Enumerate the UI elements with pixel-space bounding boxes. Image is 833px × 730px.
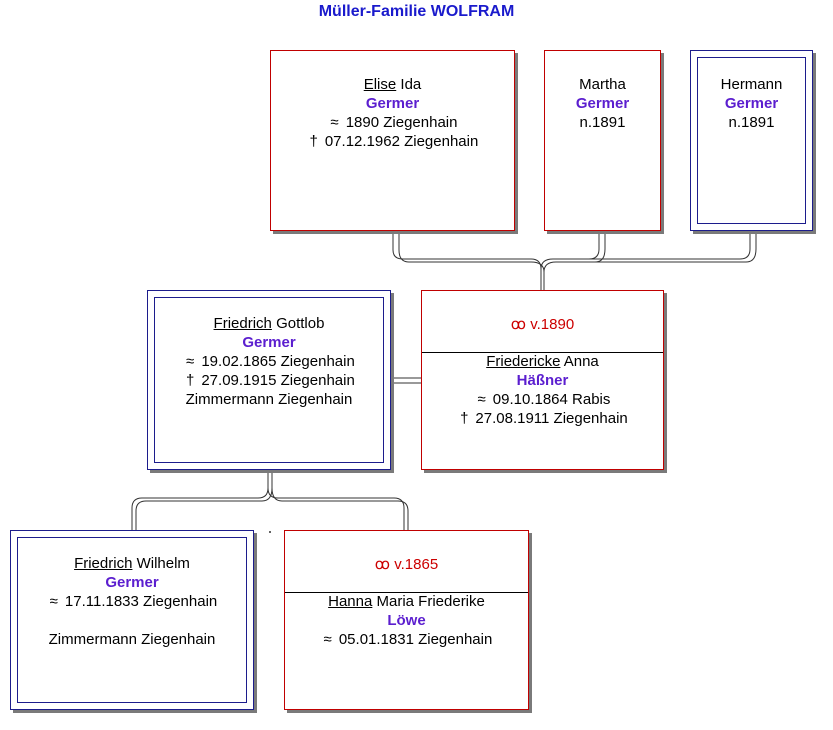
inner-frame	[17, 537, 247, 703]
baptism-icon: ≈	[330, 114, 339, 131]
baptism-icon: ≈	[186, 353, 195, 370]
person-name: Hermann	[720, 76, 783, 93]
person-card-friedericke[interactable]: ꝏ v.1890 Friedericke Anna Häßner ≈ 09.10…	[421, 290, 664, 470]
person-card-elise[interactable]: Elise Ida Germer ≈ 1890 Ziegenhain † 07.…	[270, 50, 515, 231]
person-name: Martha	[579, 76, 626, 93]
person-name: Elise Ida	[363, 76, 422, 93]
person-surname: Germer	[575, 95, 630, 112]
inner-frame	[154, 297, 384, 463]
person-surname: Häßner	[516, 372, 569, 389]
cross-icon: †	[186, 372, 195, 389]
rings-icon: ꝏ	[374, 556, 391, 573]
death-line: † 07.12.1962 Ziegenhain	[271, 132, 514, 151]
page-title: Müller-Familie WOLFRAM	[318, 3, 515, 20]
person-name: Friedrich Wilhelm	[74, 555, 190, 572]
person-card-friedrich-wilhelm[interactable]: Friedrich Wilhelm Germer ≈ 17.11.1833 Zi…	[10, 530, 254, 710]
person-name: Friedrich Gottlob	[213, 315, 325, 332]
person-card-hermann[interactable]: Hermann Germer n.1891	[690, 50, 813, 231]
marriage-line: ꝏ v.1865	[374, 556, 439, 573]
cross-icon: †	[309, 133, 318, 150]
marriage-line: ꝏ v.1890	[510, 316, 575, 333]
baptism-line: ≈ 09.10.1864 Rabis	[422, 390, 663, 409]
occupation-line: Zimmermann Ziegenhain	[185, 391, 353, 408]
cross-icon: †	[460, 410, 469, 427]
person-surname: Germer	[242, 334, 296, 351]
person-name: Hanna Maria Friederike	[328, 593, 485, 610]
baptism-icon: ≈	[49, 593, 58, 610]
death-line: † 27.09.1915 Ziegenhain	[148, 371, 390, 390]
inner-frame	[697, 57, 806, 224]
occupation-line: Zimmermann Ziegenhain	[48, 631, 216, 648]
rings-icon: ꝏ	[510, 316, 527, 333]
baptism-line: ≈ 05.01.1831 Ziegenhain	[285, 630, 528, 649]
person-surname: Löwe	[387, 612, 426, 629]
person-surname: Germer	[724, 95, 779, 112]
baptism-line: ≈ 17.11.1833 Ziegenhain	[11, 592, 253, 611]
person-name: Friedericke Anna	[486, 353, 599, 370]
death-line: † 27.08.1911 Ziegenhain	[422, 409, 663, 428]
person-surname: Germer	[365, 95, 420, 112]
person-card-friedrich-gottlob[interactable]: Friedrich Gottlob Germer ≈ 19.02.1865 Zi…	[147, 290, 391, 470]
birth-note: n.1891	[579, 114, 626, 131]
birth-note: n.1891	[728, 114, 775, 131]
separator-line	[422, 352, 663, 353]
person-card-martha[interactable]: Martha Germer n.1891	[544, 50, 661, 231]
baptism-line: ≈ 1890 Ziegenhain	[271, 113, 514, 132]
baptism-icon: ≈	[323, 631, 332, 648]
person-card-hanna[interactable]: ꝏ v.1865 Hanna Maria Friederike Löwe ≈ 0…	[284, 530, 529, 710]
baptism-icon: ≈	[477, 391, 486, 408]
separator-line	[285, 592, 528, 593]
person-surname: Germer	[105, 574, 159, 591]
baptism-line: ≈ 19.02.1865 Ziegenhain	[148, 352, 390, 371]
